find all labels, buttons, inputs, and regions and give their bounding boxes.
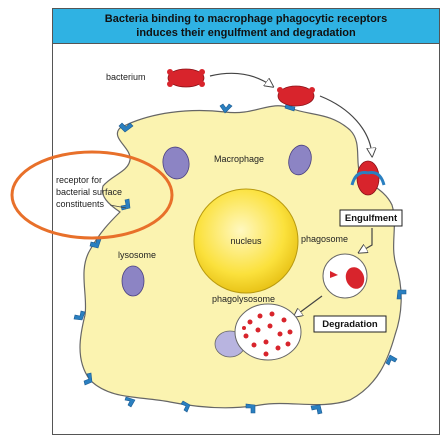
bacterium-binding [277, 85, 315, 107]
label-receptor-line-3: constituents [56, 199, 105, 209]
label-nucleus: nucleus [230, 236, 262, 246]
phagolysosome [214, 303, 302, 361]
process-arrows [209, 72, 372, 316]
label-engulfment: Engulfment [345, 213, 398, 224]
title-banner: Bacteria binding to macrophage phagocyti… [53, 9, 439, 44]
label-receptor-line-2: bacterial surface [56, 187, 122, 197]
engulfment-box [339, 209, 403, 227]
phagosome [322, 253, 368, 299]
receptor-leader-line [109, 204, 127, 209]
label-receptor-line-1: receptor for [56, 175, 102, 185]
label-phagosome: phagosome [301, 234, 348, 244]
bacterium-free [167, 68, 205, 88]
highlight-ellipse [10, 150, 174, 240]
label-phagolysosome: phagolysosome [212, 294, 275, 304]
nucleus [193, 188, 299, 294]
lysosomes [121, 144, 312, 297]
label-lysosome: lysosome [118, 250, 156, 260]
label-macrophage: Macrophage [214, 154, 264, 164]
degradation-box [313, 315, 387, 333]
label-bacterium: bacterium [106, 72, 146, 82]
title-line-1: Bacteria binding to macrophage phagocyti… [104, 13, 388, 25]
bacterium-engulfing [350, 160, 386, 196]
title-line-2: induces their engulfment and degradation [136, 27, 356, 39]
label-degradation: Degradation [322, 319, 378, 330]
